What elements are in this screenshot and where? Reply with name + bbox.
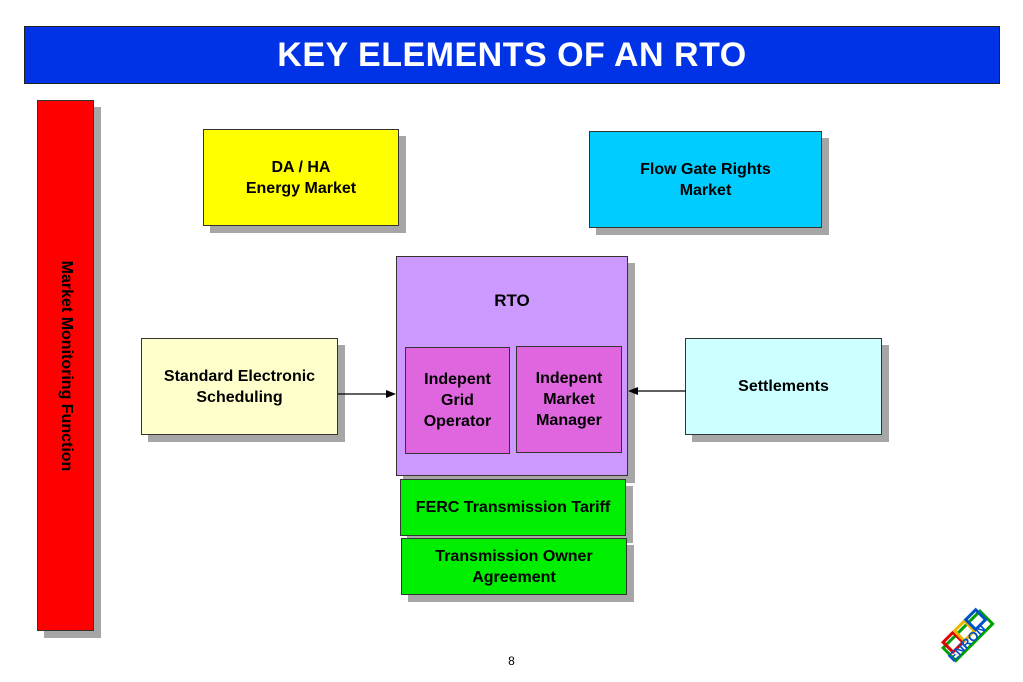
grid-operator-box: Indepent Grid Operator [405, 347, 510, 454]
rto-box: RTO Indepent Grid Operator Indepent Mark… [396, 256, 628, 476]
energy-market-box: DA / HA Energy Market [203, 129, 399, 226]
energy-market-label: DA / HA Energy Market [245, 158, 357, 197]
market-monitoring-label: Market Monitoring Function [57, 260, 75, 471]
grid-operator-label: Indepent Grid Operator [423, 371, 492, 430]
scheduling-box: Standard Electronic Scheduling [141, 338, 338, 435]
scheduling-label: Standard Electronic Scheduling [163, 367, 316, 406]
market-monitoring-bar: Market Monitoring Function [37, 100, 94, 631]
page-number: 8 [508, 654, 515, 668]
owner-agreement-label: Transmission Owner Agreement [435, 547, 593, 586]
market-manager-label: Indepent Market Manager [535, 370, 603, 429]
title-bar: KEY ELEMENTS OF AN RTO [24, 26, 1000, 84]
enron-logo-icon: ENRON [941, 607, 995, 665]
page-title: KEY ELEMENTS OF AN RTO [277, 35, 747, 74]
flow-gate-label: Flow Gate Rights Market [640, 160, 771, 199]
settlements-to-rto-arrow [628, 387, 686, 395]
ferc-tariff-label: FERC Transmission Tariff [415, 499, 611, 516]
market-manager-box: Indepent Market Manager [516, 346, 622, 453]
enron-logo-text: ENRON [945, 621, 989, 665]
ferc-tariff-box: FERC Transmission Tariff [400, 479, 626, 536]
flow-gate-box: Flow Gate Rights Market [589, 131, 822, 228]
owner-agreement-box: Transmission Owner Agreement [401, 538, 627, 595]
rto-label: RTO [494, 291, 530, 310]
scheduling-to-rto-arrow [338, 390, 396, 398]
settlements-box: Settlements [685, 338, 882, 435]
settlements-label: Settlements [738, 378, 829, 395]
